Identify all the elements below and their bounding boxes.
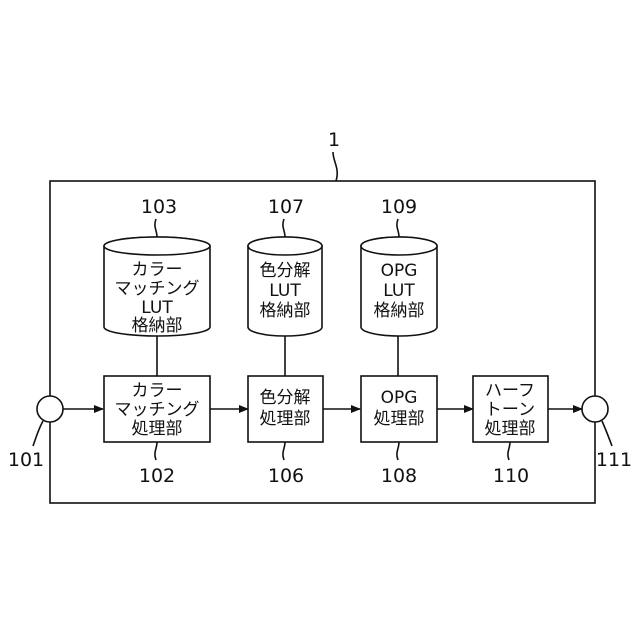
opg-lut-line-2: LUT bbox=[383, 281, 415, 301]
opg-lut-leader bbox=[397, 219, 399, 237]
color-matching-lut-line-1: カラー bbox=[132, 260, 183, 280]
color-separation-lut-line-3: 格納部 bbox=[260, 301, 311, 321]
halftone-processor-leader bbox=[508, 442, 510, 460]
storage-opg-lut: OPG LUT 格納部 109 bbox=[361, 196, 437, 336]
color-separation-processor-line-1: 色分解 bbox=[260, 388, 311, 408]
block-halftone-processor: ハーフ トーン 処理部 110 bbox=[473, 376, 548, 487]
color-separation-processor-ref: 106 bbox=[268, 465, 304, 487]
color-separation-lut-cylinder-top bbox=[248, 237, 322, 255]
color-separation-processor-line-2: 処理部 bbox=[260, 409, 311, 429]
system-ref-leader bbox=[333, 152, 337, 181]
input-terminal-ref: 101 bbox=[8, 449, 44, 471]
color-matching-processor-line-1: カラー bbox=[132, 381, 183, 401]
color-separation-processor-leader bbox=[283, 442, 285, 460]
storage-color-separation-lut: 色分解 LUT 格納部 107 bbox=[248, 196, 322, 336]
color-separation-lut-line-1: 色分解 bbox=[260, 261, 311, 281]
input-terminal-leader bbox=[33, 421, 43, 446]
halftone-processor-line-2: トーン bbox=[485, 400, 535, 420]
output-terminal bbox=[582, 396, 608, 422]
color-separation-lut-line-2: LUT bbox=[269, 281, 301, 301]
opg-lut-line-3: 格納部 bbox=[374, 301, 425, 321]
system-frame bbox=[50, 181, 595, 503]
system-ref-label: 1 bbox=[328, 129, 340, 151]
opg-lut-line-1: OPG bbox=[381, 261, 418, 281]
color-matching-lut-ref: 103 bbox=[141, 196, 177, 218]
halftone-processor-line-1: ハーフ bbox=[485, 381, 535, 401]
color-separation-lut-leader bbox=[283, 219, 285, 237]
output-terminal-leader bbox=[602, 421, 612, 446]
halftone-processor-line-3: 処理部 bbox=[485, 419, 536, 439]
color-separation-lut-ref: 107 bbox=[268, 196, 304, 218]
output-terminal-ref: 111 bbox=[596, 449, 632, 471]
opg-processor-leader bbox=[397, 442, 399, 460]
color-matching-lut-line-2: マッチング bbox=[115, 279, 200, 299]
color-matching-processor-line-3: 処理部 bbox=[132, 419, 183, 439]
halftone-processor-ref: 110 bbox=[493, 465, 529, 487]
block-color-separation-processor: 色分解 処理部 106 bbox=[248, 376, 323, 487]
color-matching-lut-line-3: LUT bbox=[141, 298, 173, 318]
input-terminal bbox=[37, 396, 63, 422]
storage-color-matching-lut: カラー マッチング LUT 格納部 103 bbox=[104, 196, 210, 336]
color-matching-processor-ref: 102 bbox=[139, 465, 175, 487]
color-matching-lut-line-4: 格納部 bbox=[132, 316, 183, 336]
color-matching-lut-leader bbox=[155, 219, 157, 237]
opg-lut-ref: 109 bbox=[381, 196, 417, 218]
color-matching-processor-line-2: マッチング bbox=[115, 400, 200, 420]
opg-processor-line-2: 処理部 bbox=[374, 409, 425, 429]
color-matching-processor-leader bbox=[155, 442, 157, 460]
opg-processor-ref: 108 bbox=[381, 465, 417, 487]
block-color-matching-processor: カラー マッチング 処理部 102 bbox=[104, 376, 210, 487]
opg-lut-cylinder-top bbox=[361, 237, 437, 255]
opg-processor-line-1: OPG bbox=[381, 388, 418, 408]
color-matching-lut-cylinder-top bbox=[104, 237, 210, 255]
block-opg-processor: OPG 処理部 108 bbox=[361, 376, 437, 487]
